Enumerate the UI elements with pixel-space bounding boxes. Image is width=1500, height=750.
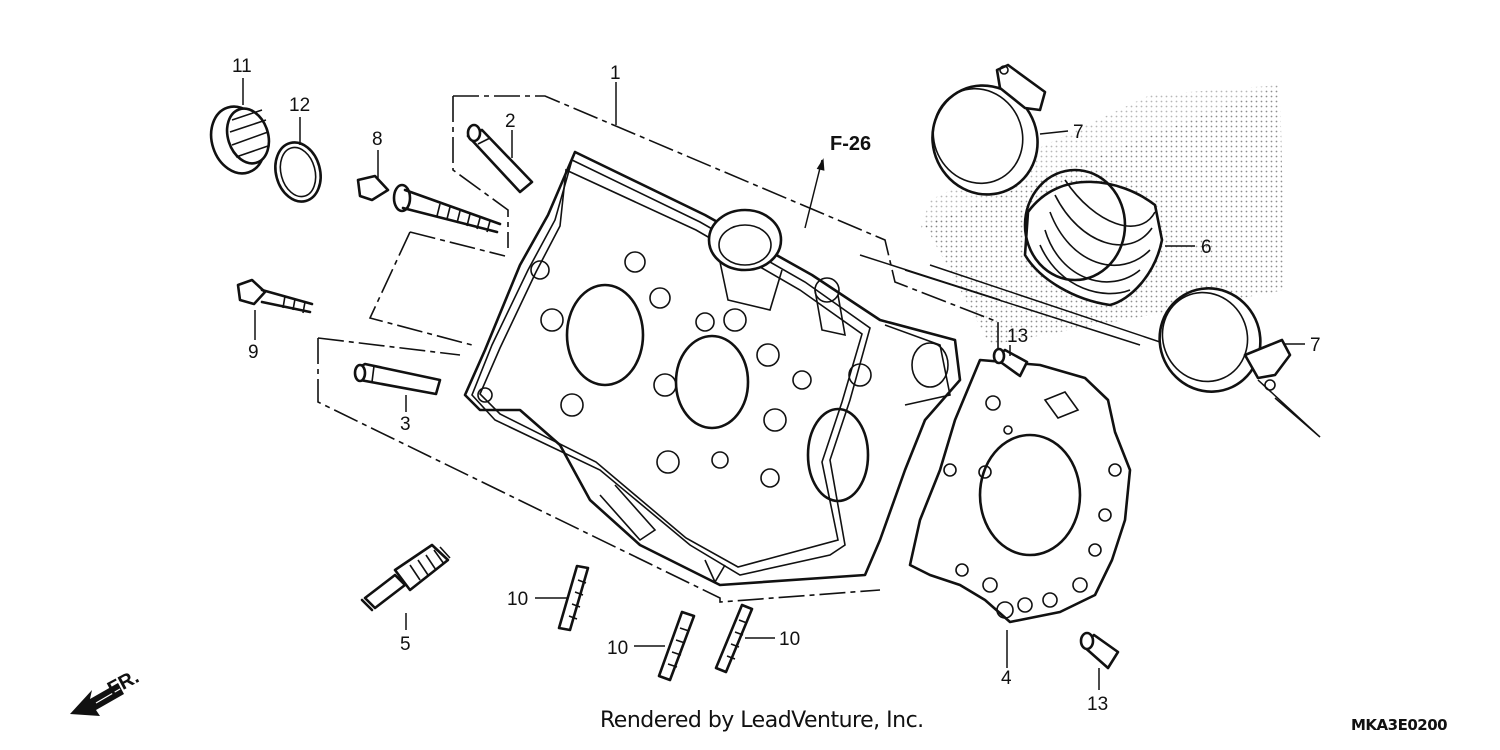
callout-12: 12 [289,95,310,116]
callout-13b: 13 [1087,694,1108,715]
callout-10b: 10 [607,638,628,659]
hose-clamp-upper[interactable] [915,63,1056,212]
callout-7b: 7 [1310,335,1321,356]
stud-10a[interactable] [557,564,590,632]
dowel-13b[interactable] [1079,631,1120,670]
callout-3: 3 [400,414,411,435]
assembly-outline [317,95,999,603]
intake-boot[interactable] [1023,168,1164,307]
callout-4: 4 [1001,668,1012,689]
callout-10a: 10 [507,589,528,610]
callout-6: 6 [1201,237,1212,258]
callout-8: 8 [372,129,383,150]
cap[interactable] [203,100,276,181]
callout-10c: 10 [779,629,800,650]
leader-lines [242,78,1321,690]
stud-10c[interactable] [714,603,754,674]
bolt-9[interactable] [236,278,314,314]
bolt-8[interactable] [356,174,502,234]
head-gasket[interactable] [908,358,1132,624]
stud-10b[interactable] [657,610,696,682]
hose-clamp-lower[interactable] [1143,272,1292,409]
callout-9: 9 [248,342,259,363]
o-ring[interactable] [269,137,327,206]
front-direction-arrow-icon: FR. [70,666,143,716]
callout-2: 2 [505,111,516,132]
dowel-2[interactable] [466,123,534,194]
dowel-3[interactable] [353,362,442,396]
spark-plug[interactable] [360,543,451,612]
cylinder-head[interactable] [463,150,962,587]
callout-13a: 13 [1007,326,1028,347]
callouts: 1 2 3 4 5 6 7 7 8 9 10 10 10 11 12 13 13… [232,56,1321,715]
callout-7a: 7 [1073,122,1084,143]
callout-1: 1 [610,63,621,84]
dowel-13a[interactable] [992,347,1029,378]
diagram-code: MKA3E0200 [1351,716,1448,734]
callout-11: 11 [232,56,252,77]
credit-text: Rendered by LeadVenture, Inc. [600,708,924,733]
callout-5: 5 [400,634,411,655]
reference-label[interactable]: F-26 [830,133,871,155]
